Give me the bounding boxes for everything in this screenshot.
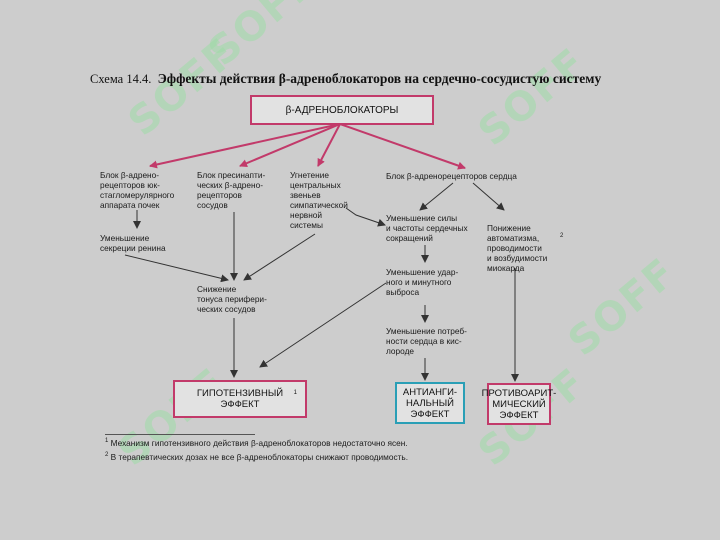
title-main: Эффекты действия β-адреноблокаторов на с… <box>157 71 602 86</box>
arrow-cns-tone <box>243 233 316 281</box>
node-block-heart: Блок β-адренорецепторов сердца <box>386 171 517 181</box>
automatism-text: Понижение автоматизма, проводимости и во… <box>487 223 548 273</box>
arrow-renin-tone <box>124 254 229 283</box>
node-stroke: Уменьшение удар- ного и минутного выброс… <box>386 267 459 297</box>
arrow-stroke-hypotensive <box>259 282 387 368</box>
node-block-presyn: Блок пресинапти- ческих β-адрено- рецепт… <box>197 170 266 210</box>
effect-antianginal-box: АНТИАНГИ- НАЛЬНЫЙ ЭФФЕКТ <box>395 382 465 424</box>
arrow-root-heart <box>339 123 466 170</box>
effect-antianginal-label: АНТИАНГИ- НАЛЬНЫЙ ЭФФЕКТ <box>402 386 458 420</box>
effect-antiarrhythmic-box: ПРОТИВОАРИТ- МИЧЕСКИЙ ЭФФЕКТ <box>482 383 556 425</box>
node-cns: Угнетение центральных звеньев симпатичес… <box>290 170 348 230</box>
hypotensive-footnote-mark: 1 <box>293 390 297 396</box>
footnote-2-text: В терапевтических дозах не все β-адреноб… <box>110 452 409 462</box>
node-automatism: Понижение автоматизма, проводимости и во… <box>487 213 563 283</box>
diagram-title: Схема 14.4. Эффекты действия β-адренобло… <box>90 71 650 87</box>
automatism-footnote-mark: 2 <box>560 233 564 239</box>
effect-hypotensive-box: ГИПОТЕНЗИВНЫЙ ЭФФЕКТ 1 <box>173 380 307 418</box>
node-tone: Снижение тонуса перифери- ческих сосудов <box>197 284 267 314</box>
footnote-1: 1 Механизм гипотензивного действия β-адр… <box>105 438 408 448</box>
arrow-root-jg <box>149 123 341 169</box>
arrow-root-presyn <box>239 123 341 167</box>
node-oxygen: Уменьшение потреб- ности сердца в кис- л… <box>386 326 467 356</box>
node-block-jg: Блок β-адрено- рецепторов юк- стагломеру… <box>100 170 175 210</box>
effect-hypotensive-label: ГИПОТЕНЗИВНЫЙ ЭФФЕКТ <box>196 388 284 410</box>
footnote-1-text: Механизм гипотензивного действия β-адрен… <box>110 438 408 448</box>
node-renin: Уменьшение секреции ренина <box>100 233 166 253</box>
root-box: β-АДРЕНОБЛОКАТОРЫ <box>250 95 434 125</box>
arrow-cns-force <box>345 207 386 227</box>
node-force: Уменьшение силы и частоты сердечных сокр… <box>386 213 468 243</box>
title-prefix: Схема 14.4. <box>90 72 152 86</box>
effect-antiarrhythmic-label: ПРОТИВОАРИТ- МИЧЕСКИЙ ЭФФЕКТ <box>481 387 557 421</box>
arrow-heart-force <box>419 182 454 211</box>
arrow-heart-automatism <box>472 182 505 211</box>
footnote-2: 2 В терапевтических дозах не все β-адрен… <box>105 452 408 462</box>
arrow-root-cns <box>317 123 341 167</box>
footnote-divider <box>105 434 255 435</box>
footnote-2-mark: 2 <box>105 452 109 459</box>
footnote-1-mark: 1 <box>105 438 109 445</box>
